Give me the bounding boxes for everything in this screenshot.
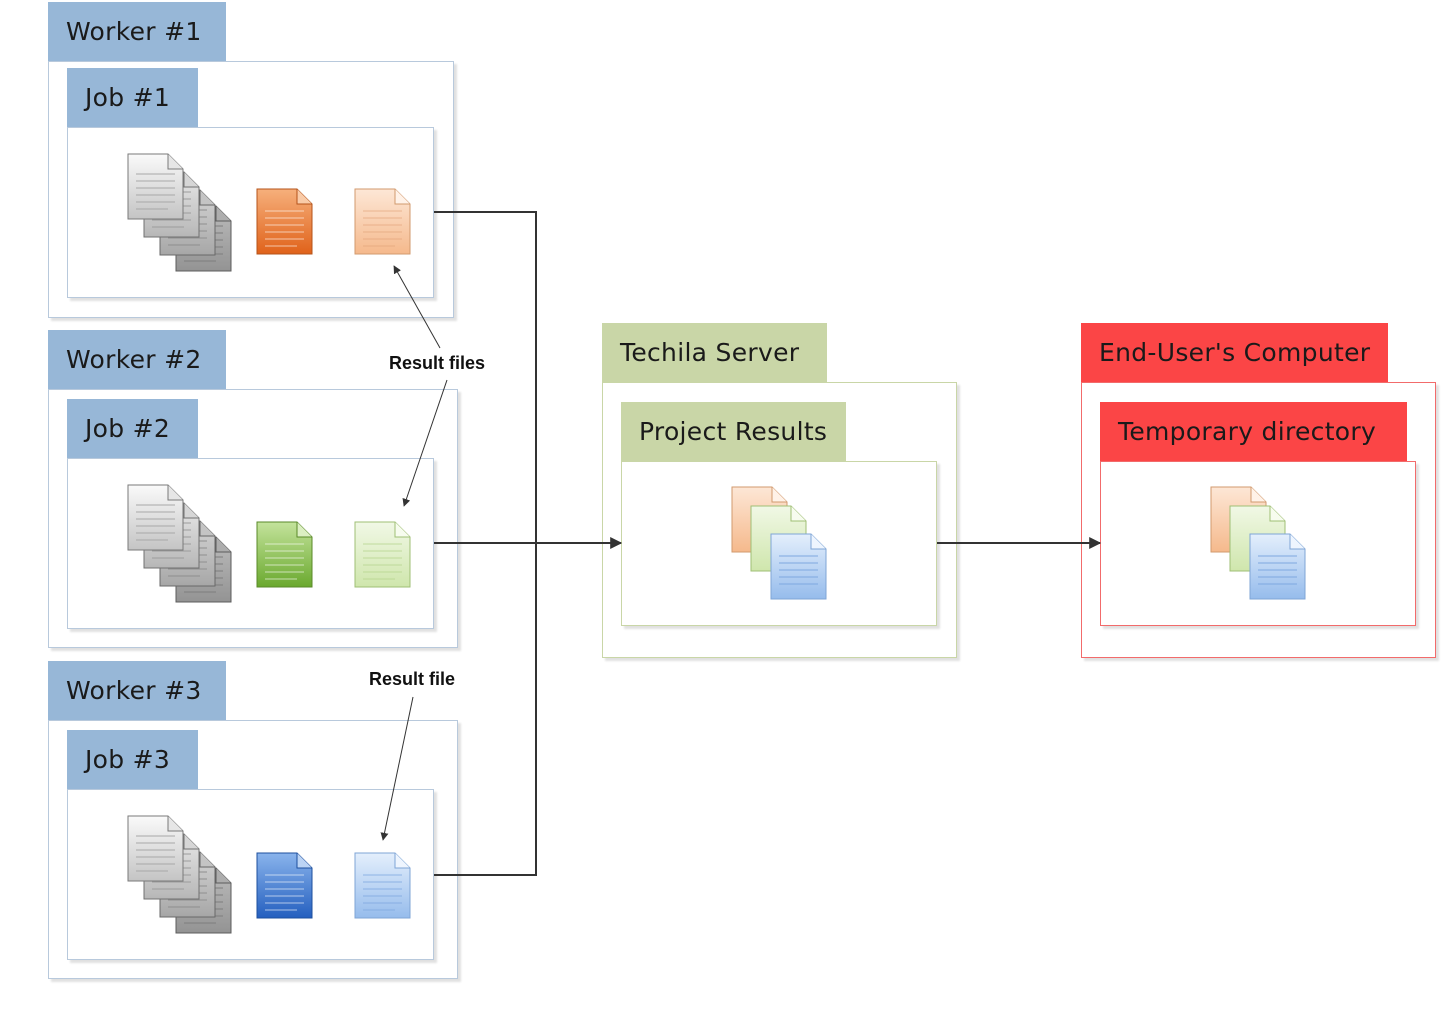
result-file-icon-job3 — [354, 852, 411, 919]
callout-arrow-job2 — [402, 379, 448, 507]
connector-job3 — [434, 543, 537, 876]
result-file-callout: Result file — [369, 669, 456, 689]
result-file-icon-job1 — [354, 188, 411, 255]
callout-arrow-job1 — [393, 265, 441, 349]
temporary-directory-tab: Temporary directory — [1100, 402, 1407, 461]
callout-arrow-job3 — [380, 696, 414, 841]
job-2-tab: Job #2 — [67, 399, 198, 458]
result-files-callout: Result files — [389, 353, 486, 373]
worker-1-tab: Worker #1 — [48, 2, 226, 61]
code-file-icon-job2 — [256, 521, 313, 588]
code-file-icon-job1 — [256, 188, 313, 255]
input-files-icon-job3 — [127, 815, 232, 934]
job-3-tab: Job #3 — [67, 730, 198, 789]
temporary-directory-files-icon — [1210, 486, 1306, 600]
enduser-tab: End-User's Computer — [1081, 323, 1388, 382]
input-files-icon-job2 — [127, 484, 232, 603]
worker-3-tab: Worker #3 — [48, 661, 226, 720]
server-tab: Techila Server — [602, 323, 827, 382]
worker-2-tab: Worker #2 — [48, 330, 226, 389]
code-file-icon-job3 — [256, 852, 313, 919]
input-files-icon-job1 — [127, 153, 232, 272]
project-results-tab: Project Results — [621, 402, 846, 461]
connector-job1 — [434, 211, 537, 543]
result-file-icon-job2 — [354, 521, 411, 588]
project-results-files-icon — [731, 486, 827, 600]
job-1-tab: Job #1 — [67, 68, 198, 127]
